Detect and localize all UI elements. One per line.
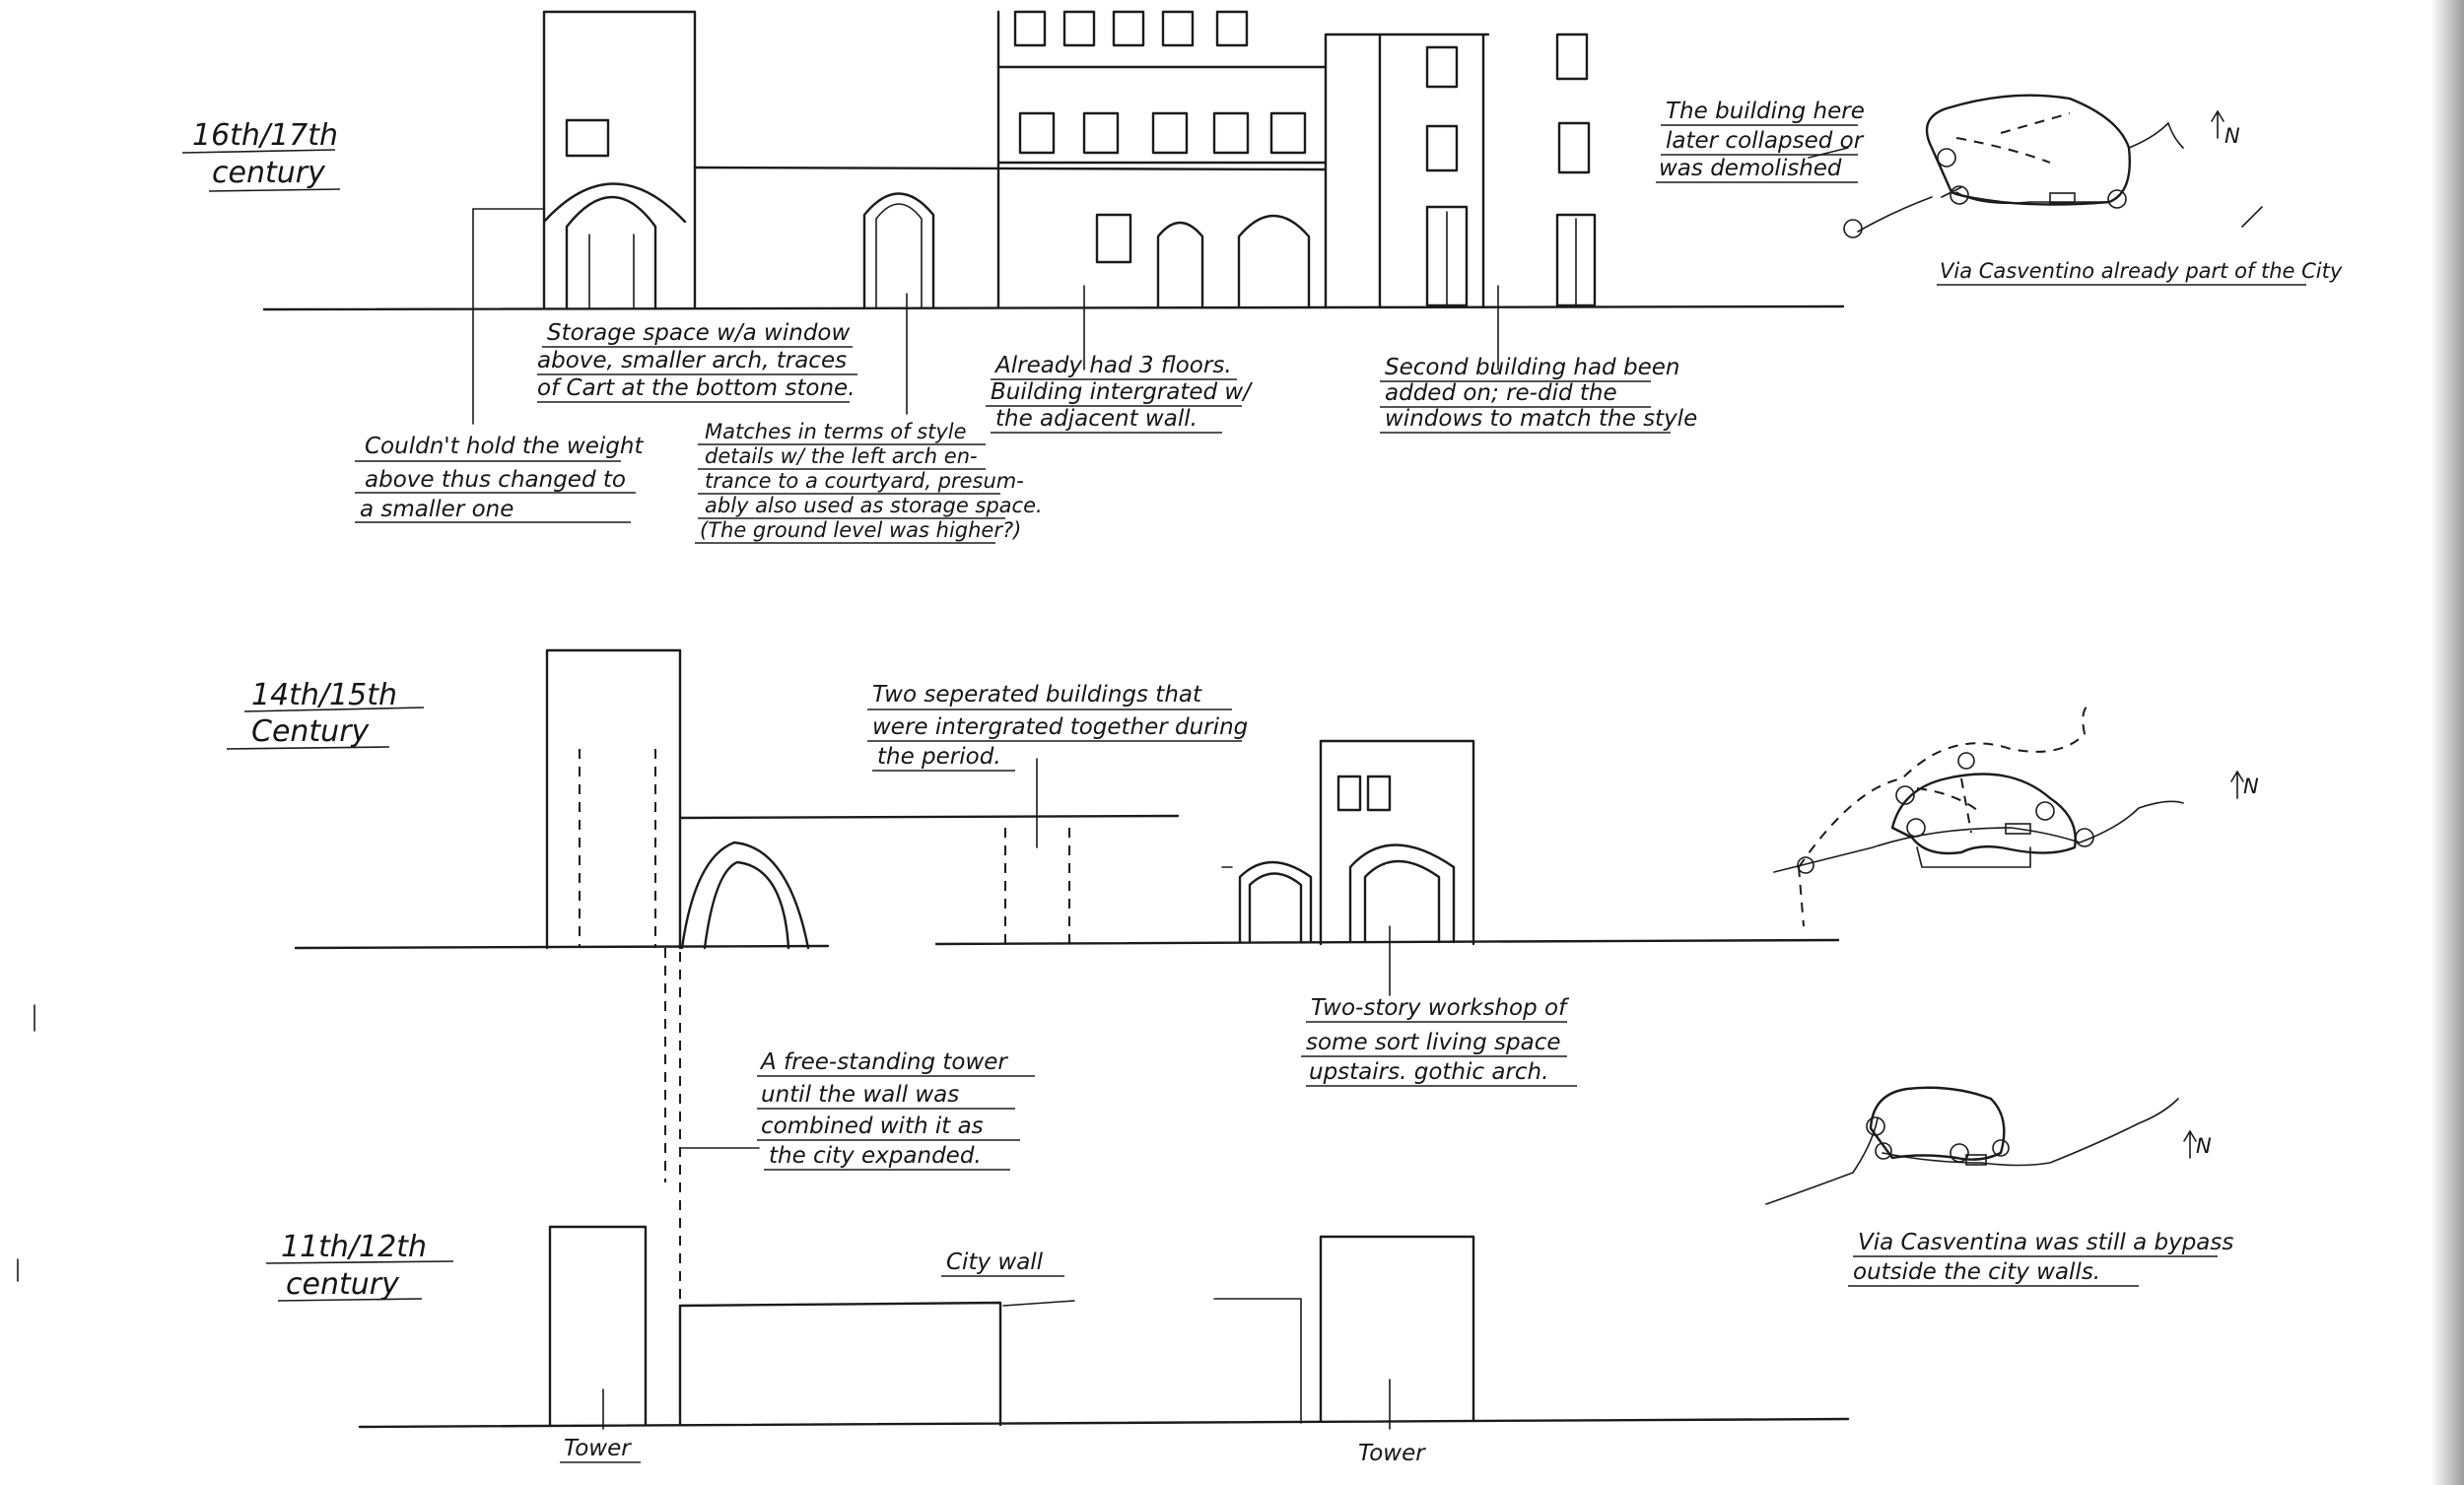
scan-edge-shadow — [2430, 0, 2464, 1485]
period-16-17-title: 16th/17th — [192, 118, 338, 153]
city-map-16-17: N Via Casventino already part of the Cit… — [1843, 94, 2343, 286]
svg-text:of Cart at the bottom stone.: of Cart at the bottom stone. — [537, 375, 856, 401]
svg-text:(The ground level was higher?): (The ground level was higher?) — [700, 518, 1021, 542]
map-caption-11-12-line1: Via Casventina was still a bypass — [1858, 1230, 2233, 1255]
city-map-11-12: N Via Casventina was still a bypass outs… — [1765, 1086, 2233, 1287]
courtyard-arch — [862, 192, 935, 309]
map-caption-16-17: Via Casventino already part of the City — [1940, 259, 2343, 283]
large-arch — [1237, 214, 1311, 309]
svg-text:was demolished: was demolished — [1659, 156, 1842, 181]
ground-line-14-15-left — [294, 944, 830, 950]
svg-text:Matches in terms of style: Matches in terms of style — [705, 420, 967, 443]
tower-16-17 — [542, 10, 697, 309]
svg-text:Second building had been: Second building had been — [1385, 355, 1679, 380]
svg-text:Couldn't hold the weight: Couldn't hold the weight — [365, 434, 644, 459]
note-free-tower: A free-standing tower until the wall was… — [757, 1049, 1035, 1171]
svg-text:ably also used as storage spac: ably also used as storage space. — [705, 494, 1043, 517]
svg-text:windows to match the style: windows to match the style — [1385, 406, 1697, 432]
period-label-14-15: 14th/15th Century — [226, 678, 425, 750]
svg-text:Storage space w/a window: Storage space w/a window — [547, 320, 850, 346]
tower-label-left: Tower — [564, 1436, 632, 1461]
note-building-collapsed: The building here later collapsed or was… — [1656, 99, 1865, 183]
city-map-14-15: N — [1773, 704, 2259, 927]
svg-text:were intergrated together duri: were intergrated together during — [872, 714, 1248, 740]
note-couldnt-hold-weight: Couldn't hold the weight above thus chan… — [355, 434, 644, 523]
svg-text:above, smaller arch, traces: above, smaller arch, traces — [537, 348, 847, 373]
svg-text:details w/ the left arch en-: details w/ the left arch en- — [705, 444, 978, 468]
elevation-16-17 — [262, 10, 1845, 311]
svg-text:some sort living space: some sort living space — [1306, 1030, 1561, 1055]
tower-outer-arch — [542, 182, 687, 224]
svg-text:added on; re-did the: added on; re-did the — [1385, 380, 1617, 406]
tower-window — [565, 118, 610, 158]
note-matches-style: Matches in terms of style details w/ the… — [695, 420, 1043, 544]
leaders-16-17 — [472, 147, 1849, 425]
svg-text:Two seperated buildings that: Two seperated buildings that — [872, 682, 1202, 708]
elevation-14-15 — [294, 648, 1840, 1419]
free-tower — [545, 648, 682, 950]
tower-right-11-12 — [1319, 1235, 1475, 1423]
ground-line-11-12 — [358, 1417, 1850, 1429]
svg-text:N: N — [2196, 1134, 2212, 1158]
svg-text:Already had 3 floors.: Already had 3 floors. — [993, 353, 1232, 378]
svg-text:century: century — [286, 1267, 400, 1302]
small-arch-14-15 — [1238, 860, 1313, 944]
svg-text:A free-standing tower: A free-standing tower — [759, 1049, 1008, 1075]
ground-line-16-17 — [262, 304, 1845, 311]
svg-text:upstairs. gothic arch.: upstairs. gothic arch. — [1309, 1059, 1548, 1085]
labels-11-12: City wall Tower Tower — [560, 1249, 1426, 1466]
wall-top-16-17 — [693, 166, 1328, 171]
svg-text:combined with it as: combined with it as — [761, 1114, 984, 1139]
city-wall-label: City wall — [946, 1249, 1044, 1275]
svg-text:a smaller one: a smaller one — [360, 497, 513, 522]
svg-text:N: N — [2224, 124, 2240, 148]
workshop-building — [1319, 739, 1475, 946]
map-caption-11-12-line2: outside the city walls. — [1853, 1259, 2100, 1285]
second-building — [1324, 33, 1490, 309]
city-wall-11-12 — [678, 1301, 1002, 1427]
ground-line-14-15-right — [934, 938, 1840, 946]
svg-text:the adjacent wall.: the adjacent wall. — [995, 406, 1198, 432]
period-label-16-17: 16th/17th century — [181, 118, 341, 192]
svg-text:the period.: the period. — [877, 744, 1001, 770]
gothic-arch-14-15 — [680, 841, 810, 950]
tower-label-right: Tower — [1358, 1441, 1426, 1466]
small-arch — [1156, 221, 1204, 309]
svg-text:11th/12th: 11th/12th — [281, 1230, 427, 1264]
svg-text:trance to a courtyard, presum-: trance to a courtyard, presum- — [705, 469, 1024, 493]
svg-text:the city expanded.: the city expanded. — [769, 1143, 982, 1169]
svg-text:later collapsed or: later collapsed or — [1666, 128, 1865, 154]
svg-text:above thus changed to: above thus changed to — [365, 467, 626, 493]
svg-text:The building here: The building here — [1666, 99, 1865, 124]
leaders-14-15 — [679, 758, 1391, 1149]
period-label-11-12: 11th/12th century — [265, 1230, 454, 1302]
svg-text:Building intergrated w/: Building intergrated w/ — [991, 379, 1253, 405]
note-workshop: Two-story workshop of some sort living s… — [1301, 995, 1577, 1087]
svg-text:Two-story workshop of: Two-story workshop of — [1311, 995, 1569, 1021]
tower-inner-arch — [565, 195, 657, 309]
elevation-11-12 — [358, 1225, 1850, 1430]
upper-windows — [1013, 10, 1307, 264]
note-two-buildings: Two seperated buildings that were interg… — [867, 682, 1248, 772]
tower-left-11-12 — [548, 1225, 648, 1427]
period-16-17-subtitle: century — [212, 156, 326, 190]
svg-text:Century: Century — [251, 714, 371, 749]
note-three-floors: Already had 3 floors. Building intergrat… — [986, 353, 1253, 434]
three-floor-building — [996, 10, 1328, 309]
note-second-building: Second building had been added on; re-di… — [1380, 355, 1697, 434]
svg-text:until the wall was: until the wall was — [761, 1082, 959, 1108]
svg-text:14th/15th: 14th/15th — [251, 678, 397, 712]
note-storage-space: Storage space w/a window above, smaller … — [537, 320, 857, 403]
svg-text:N: N — [2243, 775, 2259, 798]
